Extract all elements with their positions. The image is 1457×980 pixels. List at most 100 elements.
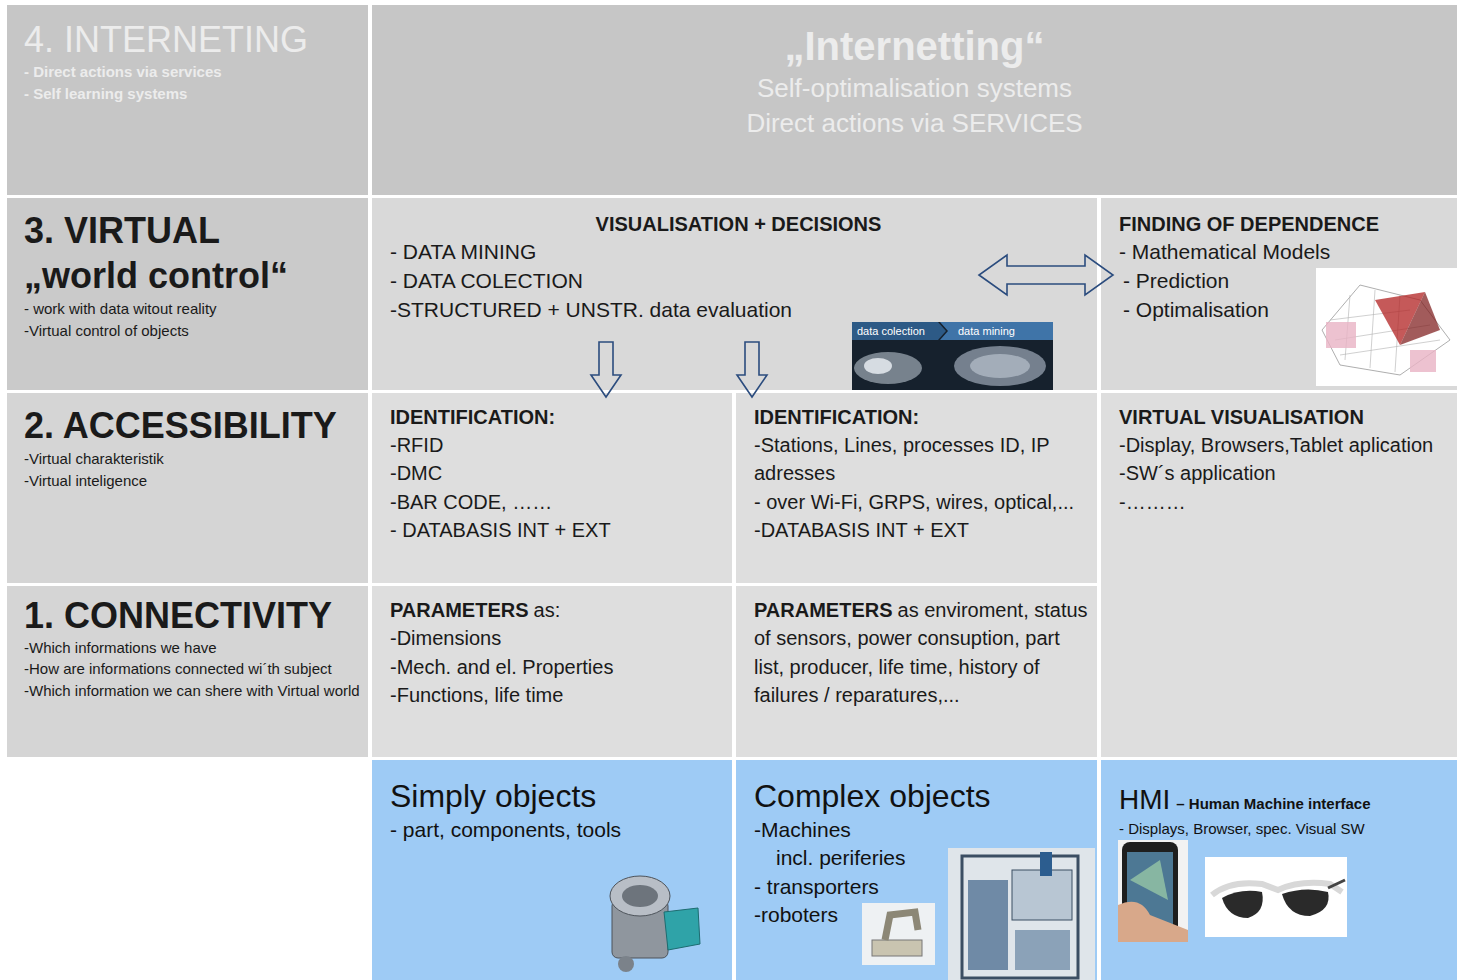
cell-heading: PARAMETERS	[390, 599, 529, 621]
cell-text: -Which informations we have	[24, 637, 360, 658]
cell-text: -Mech. and el. Properties	[390, 653, 724, 681]
robot-picture	[862, 903, 935, 965]
data-mining-picture-part	[854, 352, 922, 384]
cell-text: -SW´s application	[1119, 459, 1449, 487]
level-content-cell: FINDING OF DEPENDENCE- Mathematical Mode…	[1101, 198, 1457, 390]
data-mining-picture-part	[940, 322, 1053, 340]
block-arrow	[979, 255, 1113, 295]
cell-text: -DATABASIS INT + EXT	[754, 516, 1089, 544]
cell-fill	[736, 760, 1097, 980]
cell-text: -Which information we can shere with Vir…	[24, 680, 360, 701]
cell-fill	[736, 393, 1097, 583]
surface-plot-part	[1326, 322, 1356, 348]
level-content-cell: VIRTUAL VISUALISATION-Display, Browsers,…	[1101, 393, 1457, 757]
phone-picture-part	[1118, 840, 1188, 942]
cell-text: - over Wi-Fi, GRPS, wires, optical,...	[754, 488, 1089, 516]
cell-fill	[372, 586, 732, 757]
glasses-picture-part	[1205, 857, 1347, 937]
level-content-cell: PARAMETERSas enviroment, status of senso…	[736, 586, 1097, 757]
glasses-picture-part	[1282, 889, 1329, 916]
cell-heading: HMI	[1119, 784, 1170, 815]
cell-fill	[1101, 760, 1457, 980]
cell-heading: FINDING OF DEPENDENCE	[1119, 210, 1449, 238]
machine-picture-part	[948, 848, 1095, 980]
cell-heading: VISUALISATION + DECISIONS	[390, 210, 1087, 238]
level-heading-cell: 3. VIRTUAL„world control“- work with dat…	[7, 198, 368, 390]
data-mining-picture-part	[864, 358, 892, 374]
cell-fill	[7, 393, 368, 583]
cell-fill	[372, 760, 732, 980]
surface-plot	[1316, 268, 1457, 386]
machine-picture-part	[1015, 930, 1070, 970]
cell-heading: VIRTUAL VISUALISATION	[1119, 403, 1449, 431]
cell-text: - Prediction	[1119, 267, 1449, 296]
machine-picture-part	[962, 856, 1078, 978]
cell-fill	[372, 393, 732, 583]
data-mining-picture-part	[954, 346, 1046, 386]
cell-heading: PARAMETERS	[754, 599, 893, 621]
cell-heading: 1. CONNECTIVITY	[24, 594, 360, 637]
cell-heading: „Internetting“	[382, 21, 1447, 71]
cell-text: „world control“	[24, 253, 360, 298]
cell-text: -Virtual charakteristik	[24, 448, 360, 470]
block-arrow	[591, 342, 621, 397]
block-arrow	[737, 342, 767, 397]
phone-picture-part	[1130, 860, 1168, 900]
cell-heading: Complex objects	[754, 776, 1089, 816]
surface-plot-part	[1322, 285, 1450, 375]
part-picture-part	[618, 956, 634, 972]
glasses-picture-part	[1328, 880, 1345, 888]
machine-picture-part	[1012, 870, 1072, 920]
cell-heading: IDENTIFICATION:	[754, 403, 1089, 431]
robot-picture-part	[872, 940, 922, 956]
cell-heading: 4. INTERNETING	[24, 18, 360, 61]
part-picture	[610, 876, 700, 972]
cell-text: - transporters	[754, 873, 1089, 901]
cell-text: -Dimensions	[390, 624, 724, 652]
cell-text: - DATA MINING	[390, 238, 1087, 267]
cell-text: -How are informations connected wi´th su…	[24, 658, 360, 679]
cell-heading: 2. ACCESSIBILITY	[24, 403, 360, 448]
cell-text: - Mathematical Models	[1119, 238, 1449, 267]
data-mining-picture-part	[852, 322, 946, 340]
picture-caption-holder: data mining	[958, 322, 1015, 340]
object-cell: Complex objects-Machinesincl. periferies…	[736, 760, 1097, 980]
cell-text: - DATABASIS INT + EXT	[390, 516, 724, 544]
surface-plot-part	[1316, 268, 1457, 386]
cell-fill	[372, 198, 1097, 390]
picture-caption: data mining	[958, 322, 1015, 340]
level-content-cell: IDENTIFICATION:-Stations, Lines, process…	[736, 393, 1097, 583]
cell-text: - Self learning systems	[24, 83, 360, 105]
cell-text: -………	[1119, 488, 1449, 516]
cell-text: - Optimalisation	[1119, 296, 1449, 325]
cell-text: -Virtual inteligence	[24, 470, 360, 492]
cell-text: as:	[534, 599, 561, 621]
cell-text: – Human Machine interface	[1176, 795, 1370, 812]
surface-plot-part	[1400, 292, 1440, 345]
glasses-picture	[1205, 857, 1347, 937]
cell-fill	[7, 586, 368, 757]
object-cell: HMI– Human Machine interface- Displays, …	[1101, 760, 1457, 980]
cell-fill	[736, 586, 1097, 757]
level-heading-cell: 4. INTERNETING- Direct actions via servi…	[7, 5, 368, 195]
cell-fill	[372, 5, 1457, 195]
cell-text: -STRUCTURED + UNSTR. data evaluation	[390, 296, 1087, 325]
level-content-cell: „Internetting“Self-optimalisation system…	[372, 5, 1457, 195]
cell-text: -Virtual control of objects	[24, 320, 360, 342]
data-mining-picture-part	[970, 354, 1030, 378]
cell-fill	[7, 5, 368, 195]
surface-plot-part	[1410, 350, 1436, 372]
cell-text: -DMC	[390, 459, 724, 487]
machine-picture-part	[968, 880, 1008, 970]
cell-heading: Simply objects	[390, 776, 724, 816]
cell-heading: 3. VIRTUAL	[24, 208, 360, 253]
robot-picture-part	[885, 912, 918, 940]
machine-picture-part	[1040, 852, 1052, 876]
level-heading-cell: 1. CONNECTIVITY-Which informations we ha…	[7, 586, 368, 757]
cell-text: -RFID	[390, 431, 724, 459]
cell-text: - work with data witout reality	[24, 298, 360, 320]
data-mining-picture-part	[852, 322, 1053, 390]
picture-caption-holder: data colection	[857, 322, 925, 340]
